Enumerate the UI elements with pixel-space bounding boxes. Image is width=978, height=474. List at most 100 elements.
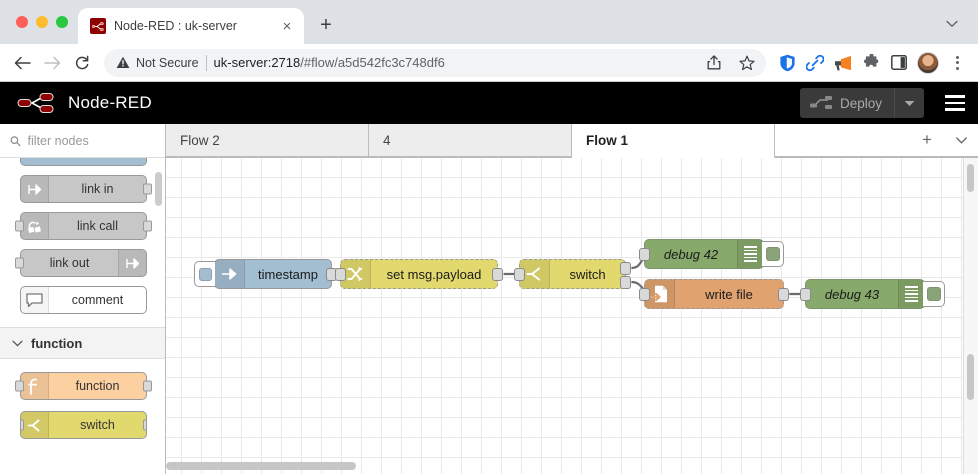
browser-tab-active[interactable]: Node-RED : uk-server × — [78, 8, 304, 44]
close-window-button[interactable] — [16, 16, 28, 28]
node-input-port[interactable] — [639, 288, 650, 301]
flow-tab-flow-1[interactable]: Flow 1 — [572, 124, 775, 158]
link-out-icon — [118, 250, 146, 276]
comment-icon — [21, 287, 49, 313]
toolbar-extensions — [774, 50, 970, 76]
palette-search[interactable] — [0, 124, 165, 158]
switch-icon — [520, 260, 550, 288]
node-input-port[interactable] — [514, 268, 525, 281]
close-icon[interactable]: × — [282, 17, 292, 35]
canvas-vertical-scrollbar[interactable] — [963, 158, 978, 474]
url-text: uk-server:2718/#flow/a5d542fc3c748df6 — [214, 55, 694, 70]
node-output-port[interactable] — [143, 419, 146, 431]
palette-node-switch[interactable]: switch — [20, 411, 147, 439]
flow-node-switch[interactable]: switch — [514, 259, 631, 289]
palette-node-comment[interactable]: comment — [20, 286, 147, 314]
back-icon[interactable] — [8, 49, 36, 77]
filter-nodes-input[interactable] — [27, 133, 155, 148]
palette-node-function[interactable]: function — [15, 372, 152, 400]
chevron-down-icon[interactable] — [938, 10, 966, 38]
maximize-window-button[interactable] — [56, 16, 68, 28]
link-call-icon — [21, 213, 49, 239]
flow-canvas[interactable]: timestamp set msg.payload — [166, 158, 963, 474]
window-controls — [12, 0, 78, 44]
url-host: uk-server:2718 — [213, 55, 301, 70]
node-output-port[interactable] — [778, 288, 789, 301]
function-f-icon — [21, 373, 49, 399]
node-output-port[interactable] — [143, 380, 152, 392]
debug-toggle-button[interactable] — [923, 281, 945, 307]
palette-node-link-out[interactable]: link out — [15, 249, 147, 277]
palette-node-list: link in link call link out — [0, 158, 165, 474]
flow-node-change-set-payload[interactable]: set msg.payload — [335, 259, 503, 289]
flow-list-menu-button[interactable] — [944, 124, 978, 157]
node-input-port[interactable] — [639, 248, 650, 261]
node-input-port[interactable] — [15, 257, 24, 269]
debug-toggle-button[interactable] — [762, 241, 784, 267]
palette-node-label: switch — [80, 418, 115, 432]
bookmark-star-icon[interactable] — [734, 50, 760, 76]
flow-wires — [337, 252, 815, 296]
scrollbar-thumb-top[interactable] — [967, 164, 974, 192]
debug-lines-icon — [737, 240, 763, 268]
main-menu-icon[interactable] — [932, 82, 978, 124]
flow-node-write-file[interactable]: write file — [639, 279, 789, 309]
nodered-logo-icon — [17, 93, 54, 113]
nodered-favicon — [90, 18, 106, 34]
palette-node-label: link out — [49, 256, 90, 270]
canvas-area: Flow 2 4 Flow 1 + — [166, 124, 978, 474]
palette-node-label: link call — [77, 219, 118, 233]
node-output-port[interactable] — [143, 220, 152, 232]
flow-tab-4[interactable]: 4 — [369, 124, 572, 157]
minimize-window-button[interactable] — [36, 16, 48, 28]
node-input-port[interactable] — [15, 380, 24, 392]
share-icon[interactable] — [701, 50, 727, 76]
deploy-dropdown-caret[interactable] — [894, 88, 924, 118]
flow-tab-flow-2[interactable]: Flow 2 — [166, 124, 369, 157]
puzzle-extensions-icon[interactable] — [858, 50, 884, 76]
add-flow-button[interactable]: + — [910, 124, 944, 157]
omnibox-divider — [205, 54, 207, 71]
security-status[interactable]: Not Secure — [116, 56, 199, 70]
node-input-port[interactable] — [21, 419, 24, 431]
side-panel-icon[interactable] — [886, 50, 912, 76]
canvas-horizontal-scrollbar[interactable] — [166, 462, 356, 470]
address-bar[interactable]: Not Secure uk-server:2718/#flow/a5d542fc… — [104, 48, 766, 77]
deploy-button[interactable]: Deploy — [799, 88, 924, 118]
megaphone-extension-icon[interactable] — [830, 50, 856, 76]
flow-node-debug-42[interactable]: debug 42 — [639, 239, 784, 269]
palette-node-link-in[interactable]: link in — [20, 175, 152, 203]
deploy-button-main[interactable]: Deploy — [800, 88, 894, 118]
palette-node-label: comment — [71, 293, 124, 307]
node-input-port[interactable] — [335, 268, 346, 281]
node-input-port[interactable] — [15, 220, 24, 232]
scrollbar-thumb-main[interactable] — [967, 354, 974, 400]
tabbar-spacer — [775, 124, 910, 157]
node-output-port[interactable] — [143, 183, 152, 195]
profile-avatar[interactable] — [917, 51, 939, 74]
palette-scrollbar[interactable] — [155, 172, 162, 206]
shield-extension-icon[interactable] — [774, 50, 800, 76]
node-output-port[interactable] — [492, 268, 503, 281]
browser-tabstrip: Node-RED : uk-server × + — [0, 0, 978, 44]
node-input-port[interactable] — [800, 288, 811, 301]
palette-node-link-call[interactable]: link call — [15, 212, 152, 240]
flow-node-label: timestamp — [258, 266, 318, 282]
node-output-port-1[interactable] — [620, 262, 631, 275]
flow-node-debug-43[interactable]: debug 43 — [800, 279, 945, 309]
forward-icon[interactable] — [38, 49, 66, 77]
nodered-brand-title: Node-RED — [68, 93, 152, 112]
palette-category-function[interactable]: function — [0, 327, 165, 359]
link-extension-icon[interactable] — [802, 50, 828, 76]
flow-node-inject-timestamp[interactable]: timestamp — [194, 259, 337, 289]
node-output-port-2[interactable] — [620, 276, 631, 289]
reload-icon[interactable] — [68, 49, 96, 77]
new-tab-button[interactable]: + — [320, 13, 332, 36]
switch-icon — [21, 412, 49, 438]
palette-node-partial[interactable] — [20, 158, 147, 166]
change-shuffle-icon — [341, 260, 371, 288]
browser-menu-icon[interactable] — [944, 50, 970, 76]
inject-trigger-button[interactable] — [194, 261, 215, 287]
flow-node-label: debug 42 — [663, 246, 719, 262]
